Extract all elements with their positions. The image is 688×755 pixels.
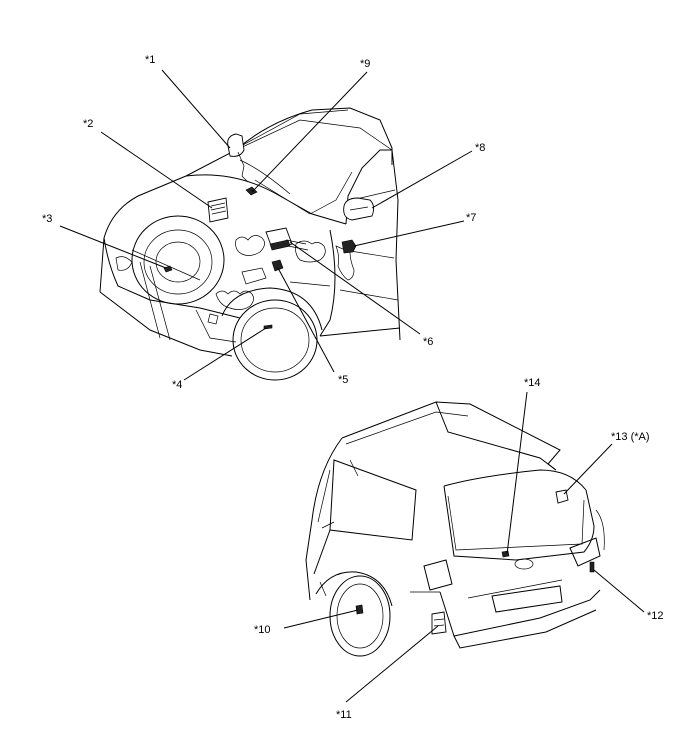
part-5-icon: [271, 259, 284, 272]
callout-labels: *1 *2 *3 *4 *5 *6 *7 *8 *9 *10 *11 *12 *…: [42, 54, 664, 721]
callout-9: *9: [360, 58, 370, 70]
part-1-icon: [227, 133, 245, 157]
part-7-icon: [341, 239, 357, 254]
callout-11: *11: [336, 709, 352, 721]
callout-8: *8: [475, 142, 485, 154]
callout-5: *5: [338, 374, 348, 386]
front-vehicle-view: [99, 107, 401, 381]
callout-12: *12: [647, 610, 664, 622]
rear-vehicle-view: [305, 401, 605, 657]
callout-2: *2: [83, 118, 93, 130]
part-11-icon: [431, 611, 447, 635]
part-8-icon: [343, 197, 375, 221]
part-14-icon: [501, 550, 510, 558]
part-2-icon: [207, 197, 229, 223]
part-9-icon: [245, 186, 258, 196]
part-12-icon: [589, 561, 595, 573]
callout-13: *13 (*A): [611, 431, 650, 443]
callout-7: *7: [466, 212, 476, 224]
callout-4: *4: [172, 379, 182, 391]
callout-14: *14: [524, 377, 541, 389]
callout-10: *10: [254, 624, 271, 636]
callout-3: *3: [42, 213, 52, 225]
callout-1: *1: [145, 54, 155, 66]
callout-6: *6: [423, 336, 433, 348]
leader-lines: [59, 69, 645, 703]
part-10-icon: [355, 604, 364, 615]
